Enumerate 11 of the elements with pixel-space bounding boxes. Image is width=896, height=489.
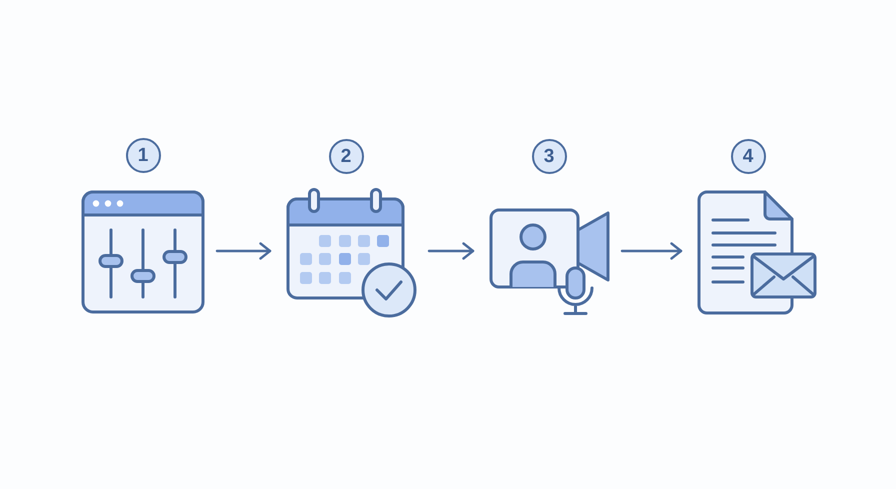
video-camera-icon: [489, 208, 610, 316]
arrow: [620, 242, 682, 260]
step-number: 4: [730, 138, 766, 174]
document-envelope-icon: [697, 190, 817, 315]
step-number: 3: [532, 138, 566, 174]
arrow: [216, 242, 272, 260]
arrow: [428, 242, 474, 260]
sliders-window-icon: [81, 190, 205, 314]
step-number: 1: [126, 138, 160, 172]
step-number: 2: [328, 138, 364, 174]
calendar-check-icon: [286, 188, 417, 318]
